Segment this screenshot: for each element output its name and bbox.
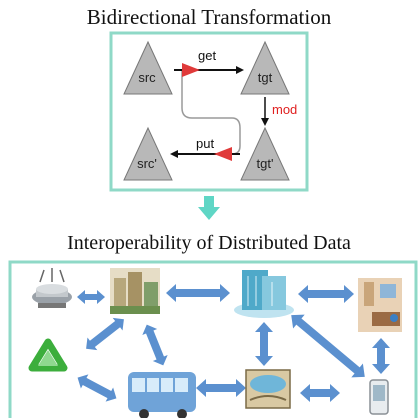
home-interior-icon <box>358 278 402 332</box>
link-dam-phone <box>300 384 340 402</box>
get-label: get <box>198 48 216 63</box>
mod-label: mod <box>272 102 297 117</box>
network-links <box>77 284 390 402</box>
svg-text:tgt': tgt' <box>257 156 274 171</box>
link-satellite-city <box>77 290 105 304</box>
diagram-title: Bidirectional Transformation <box>86 5 332 29</box>
svg-text:src: src <box>138 70 156 85</box>
node-tgt: tgt <box>240 40 290 95</box>
svg-text:src': src' <box>137 156 157 171</box>
network-frame <box>8 260 418 418</box>
put-arrow: put <box>170 136 240 161</box>
mod-arrow: mod <box>261 97 297 126</box>
recycle-icon <box>28 338 68 372</box>
put-label: put <box>196 136 214 151</box>
node-src: src <box>123 40 173 95</box>
link-bus-dam <box>196 379 246 397</box>
link-building-dam <box>255 322 273 366</box>
satellite-dish-icon <box>32 268 72 308</box>
node-src-prime: src' <box>123 126 173 181</box>
link-building-home <box>298 285 354 303</box>
link-recycle-bus <box>77 374 117 402</box>
get-arrow: get <box>174 48 244 77</box>
mobile-phone-icon <box>369 379 389 415</box>
dam-icon <box>245 369 291 409</box>
bus-icon <box>128 372 196 418</box>
get-put-connector <box>181 70 241 155</box>
office-building-icon <box>234 270 294 318</box>
link-city-recycle <box>86 317 124 351</box>
link-building-phone <box>291 314 365 378</box>
svg-text:tgt: tgt <box>258 70 273 85</box>
link-home-phone <box>372 338 390 374</box>
section-title: Interoperability of Distributed Data <box>67 232 351 254</box>
city-buildings-icon <box>110 268 160 314</box>
down-arrow <box>198 196 220 220</box>
link-city-bus <box>142 324 168 366</box>
node-tgt-prime: tgt' <box>240 126 290 181</box>
link-city-building <box>166 284 230 302</box>
